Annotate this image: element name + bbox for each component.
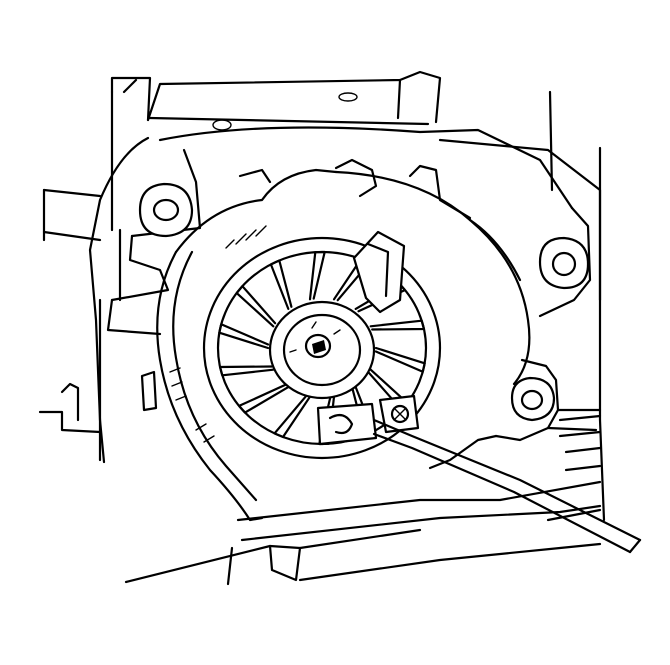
shroud-slots [169,225,267,443]
wheel-bracket [352,230,406,314]
mounting-holes [138,182,590,422]
fan-blade [273,394,312,439]
fan-blade [374,346,426,373]
module-case [88,126,602,470]
wire-lead-icon [372,418,642,554]
motor-hub [268,300,376,400]
ground-strap-icon [316,402,378,446]
fan-blade [269,259,293,310]
fan-blade [218,323,270,350]
small-hole [338,92,358,102]
small-hole [212,119,232,131]
lower-panel [124,414,606,586]
fan-blade [238,383,290,414]
mounting-screw-icon [378,394,420,434]
fan-blade [308,250,326,301]
fan-blade [235,285,277,328]
fan-shroud [156,168,531,522]
fan-blade [369,319,426,331]
housing-body [38,70,602,462]
fan-blade [218,365,275,377]
